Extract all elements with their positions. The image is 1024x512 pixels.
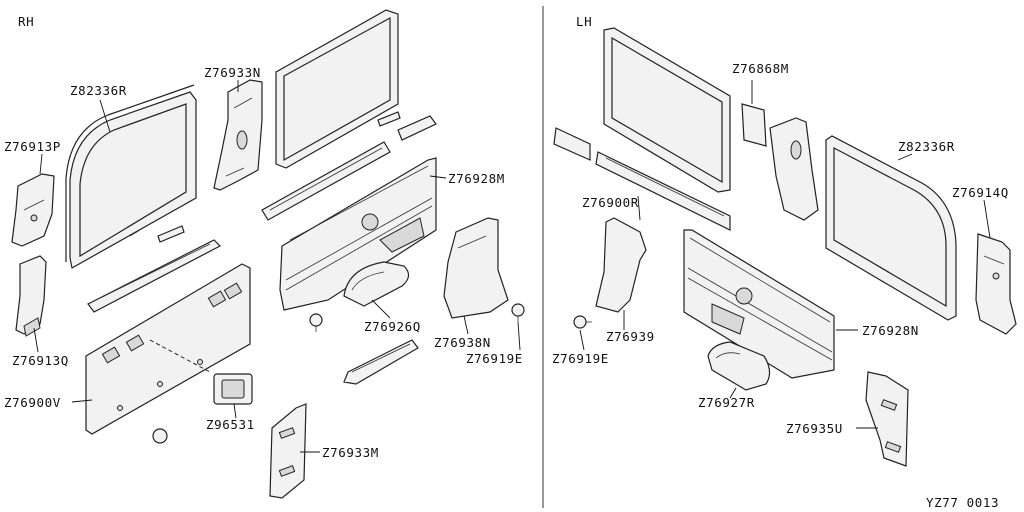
label-rh-side-panel: Z76900V <box>4 395 61 410</box>
leader-lh-rail <box>637 195 641 221</box>
rh-rear-pillar <box>443 217 509 319</box>
rh-side-label: RH <box>18 14 35 29</box>
leader-rh-cover <box>233 403 237 419</box>
rh-clip <box>511 303 525 322</box>
rh-pillar-upper <box>213 79 263 191</box>
rh-lower-trim-panel <box>279 157 437 311</box>
leader-rh-frame <box>99 99 111 133</box>
label-rh-wheelhouse: Z76926Q <box>364 319 421 334</box>
label-lh-lower-trim: Z76928N <box>862 323 919 338</box>
label-lh-wheelhouse: Z76927R <box>698 395 755 410</box>
label-rh-cover: Z96531 <box>206 417 255 432</box>
rh-bracket <box>269 403 307 499</box>
label-rh-clip: Z76919E <box>466 351 523 366</box>
rh-corner-trim <box>11 173 55 247</box>
lh-pillar-upper <box>769 117 819 221</box>
leader-rh-rear-pillar <box>463 315 469 335</box>
rh-cover-dashed-leader <box>149 339 211 373</box>
label-rh-pillar-upper: Z76933N <box>204 65 261 80</box>
leader-lh-clip <box>579 329 585 351</box>
label-rh-bracket: Z76933M <box>322 445 379 460</box>
rh-side-panel <box>85 263 251 435</box>
figure-code: YZ77 0013 <box>926 495 1000 510</box>
leader-rh-corner-trim <box>39 153 43 175</box>
label-lh-frame: Z82336R <box>898 139 955 154</box>
leader-lh-wheelhouse <box>729 387 737 399</box>
leader-rh-side-panel <box>71 399 93 403</box>
leader-rh-clip <box>517 321 521 351</box>
leader-lh-frame <box>897 153 913 161</box>
label-lh-pillar: Z76939 <box>606 329 655 344</box>
lh-corner-trim <box>975 233 1017 335</box>
label-rh-rear-pillar: Z76938N <box>434 335 491 350</box>
rh-window-frame <box>65 84 197 269</box>
lh-upper-window <box>603 27 731 193</box>
rh-upper-window <box>275 9 399 169</box>
rh-wheelhouse <box>343 261 410 307</box>
lh-rail <box>595 151 731 231</box>
lh-cover <box>741 103 767 147</box>
rh-lower-bracket <box>343 339 419 385</box>
lh-window-frame <box>825 135 957 321</box>
label-rh-lower-trim: Z76928M <box>448 171 505 186</box>
label-lh-bracket: Z76935U <box>786 421 843 436</box>
lh-side-label: LH <box>576 14 593 29</box>
lh-bracket <box>865 371 909 467</box>
label-lh-corner-trim: Z76914Q <box>952 185 1009 200</box>
leader-rh-wheelhouse <box>371 299 391 319</box>
lh-lower-trim-panel <box>683 229 835 379</box>
rh-mid-rail <box>261 141 391 221</box>
label-rh-frame: Z82336R <box>70 83 127 98</box>
rh-small-trim-a <box>377 111 401 127</box>
rh-cover <box>213 373 253 405</box>
leader-rh-lower-trim <box>429 175 447 179</box>
label-lh-rail: Z76900R <box>582 195 639 210</box>
lh-short-trim <box>553 127 591 161</box>
leader-rh-lower-corner <box>33 327 39 353</box>
rh-lower-corner <box>15 255 47 337</box>
label-rh-lower-corner: Z76913Q <box>12 353 69 368</box>
leader-lh-corner-trim <box>983 199 991 239</box>
rh-panel-bottom-clip <box>152 428 168 444</box>
label-lh-clip: Z76919E <box>552 351 609 366</box>
label-lh-cover: Z76868M <box>732 61 789 76</box>
rh-panel-clip <box>309 313 323 332</box>
lh-clip <box>573 315 592 329</box>
label-rh-corner-trim: Z76913P <box>4 139 61 154</box>
rh-small-trim-b <box>397 115 437 141</box>
rh-frame-clip <box>157 225 185 243</box>
lh-wheelhouse <box>707 341 771 391</box>
lh-pillar <box>595 217 647 313</box>
rh-lower-rail <box>87 239 222 313</box>
